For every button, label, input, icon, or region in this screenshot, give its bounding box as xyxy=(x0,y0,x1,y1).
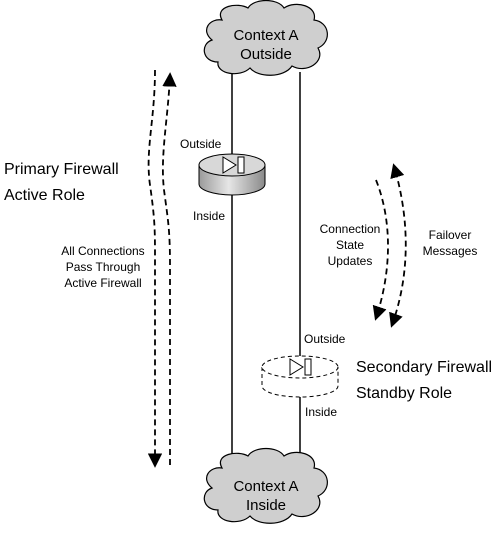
failover-line1: Failover xyxy=(428,228,472,242)
connections-note-line1: All Connections xyxy=(61,244,145,258)
state-updates-arrow xyxy=(372,179,389,321)
secondary-outside-label: Outside xyxy=(304,332,346,346)
failover-messages-label: Failover Messages xyxy=(410,227,490,259)
secondary-inside-label: Inside xyxy=(305,405,338,419)
state-updates-line1: Connection xyxy=(319,222,381,236)
primary-role-title: Primary Firewall Active Role xyxy=(4,157,119,209)
bottom-cloud-shape xyxy=(203,447,328,524)
state-updates-line3: Updates xyxy=(327,254,373,268)
bottom-cloud-line1: Context A xyxy=(233,478,299,495)
connections-note-line2: Pass Through xyxy=(65,260,141,274)
secondary-title-line2: Standby Role xyxy=(356,385,453,402)
bottom-cloud-label: Context A Inside xyxy=(216,477,316,515)
secondary-title-line1: Secondary Firewall xyxy=(356,359,493,376)
failover-line2: Messages xyxy=(422,244,478,258)
failover-messages-arrow xyxy=(389,163,407,328)
secondary-role-title: Secondary Firewall Standby Role xyxy=(356,355,492,407)
top-cloud-line1: Context A xyxy=(233,27,299,44)
primary-inside-label: Inside xyxy=(193,209,226,223)
primary-firewall-icon xyxy=(198,153,266,196)
connections-up-arrow xyxy=(162,72,177,465)
secondary-firewall-icon xyxy=(261,355,339,398)
connections-down-arrow xyxy=(147,69,163,468)
top-cloud-line2: Outside xyxy=(240,46,292,63)
top-cloud-label: Context A Outside xyxy=(216,26,316,64)
primary-outside-label: Outside xyxy=(180,137,222,151)
primary-title-line1: Primary Firewall xyxy=(4,161,119,178)
connections-note-line3: Active Firewall xyxy=(64,276,142,290)
bottom-cloud-line2: Inside xyxy=(245,497,287,514)
state-updates-label: Connection State Updates xyxy=(310,221,390,269)
primary-title-line2: Active Role xyxy=(4,187,85,204)
connections-note: All Connections Pass Through Active Fire… xyxy=(53,243,153,291)
state-updates-line2: State xyxy=(335,238,365,252)
top-cloud-shape xyxy=(203,0,328,76)
